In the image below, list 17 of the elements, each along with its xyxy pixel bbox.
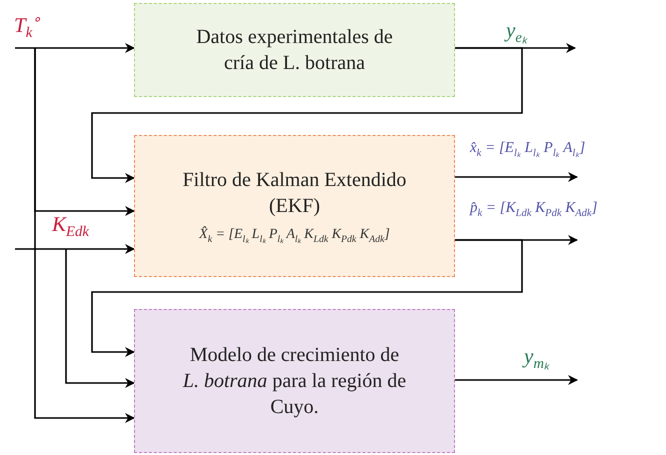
arrow (15, 244, 135, 254)
box-title: Modelo de crecimiento de L. botrana para la región de Cuyo. (182, 343, 407, 420)
data-box (134, 3, 455, 97)
arrow (455, 375, 578, 385)
arrow (455, 172, 578, 182)
filter-box (134, 135, 455, 277)
arrow (91, 47, 523, 183)
box-title: Datos experimentales de cría de L. botrana (195, 25, 394, 76)
model-box (134, 309, 455, 453)
box-title: Filtro de Kalman Extendido (EKF) (182, 168, 407, 220)
arrow (15, 43, 135, 53)
arrow (65, 249, 135, 388)
signal-label: x̂$_{k}$ = [E$_{lₖ}$ L$_{lₖ}$ P$_{lₖ}$ A$_{lₖ}$] (468, 140, 588, 159)
state-vector-formula: X̂$_{k}$ = [E$_{lₖ}$ L$_{lₖ}$ P$_{lₖ}$ A$_{lₖ}$ K$_{Ldk}$ K$_{Pdk}$ K$_{Adk}$] (199, 227, 390, 245)
arrow (91, 239, 523, 357)
signal-label: p̂$_{k}$ = [K$_{Ldk}$ K$_{Pdk}$ K$_{Adk}$] (468, 200, 600, 219)
arrow (34, 48, 135, 423)
